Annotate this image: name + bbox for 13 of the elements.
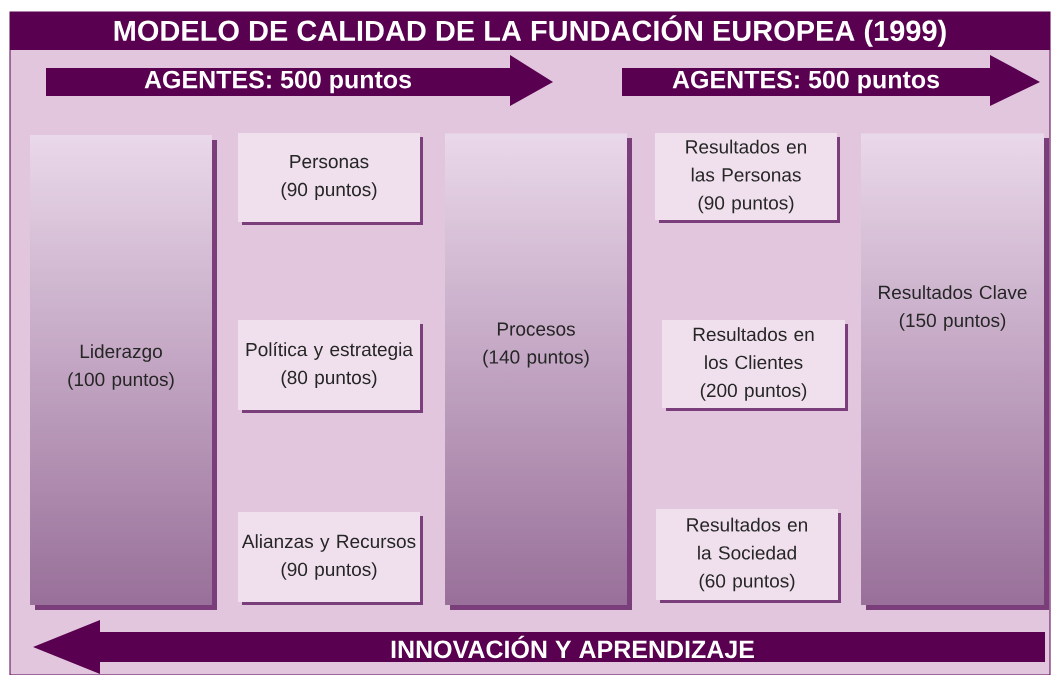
- criterion-box: Alianzas y Recursos (90 puntos): [238, 512, 423, 605]
- criterion-box: Resultados en las Personas (90 puntos): [655, 133, 840, 223]
- criterion-box: Resultados en la Sociedad (60 puntos): [656, 509, 841, 603]
- criterion-box: Política y estrategia (80 puntos): [238, 320, 423, 413]
- arrow-band: AGENTES: 500 puntos: [46, 55, 553, 106]
- arrow-band: AGENTES: 500 puntos: [622, 55, 1040, 106]
- criterion-box: Resultados en los Clientes (200 puntos): [662, 320, 848, 411]
- column-box: Resultados Clave (150 puntos): [861, 133, 1049, 610]
- column-box: Procesos (140 puntos): [445, 133, 632, 610]
- title-band: MODELO DE CALIDAD DE LA FUNDACIÓN EUROPEA (1999): [10, 12, 1050, 50]
- column-box: Liderazgo (100 puntos): [30, 135, 217, 610]
- arrow-band: INNOVACIÓN Y APRENDIZAJE: [33, 620, 1045, 674]
- criterion-box: Personas (90 puntos): [238, 133, 423, 225]
